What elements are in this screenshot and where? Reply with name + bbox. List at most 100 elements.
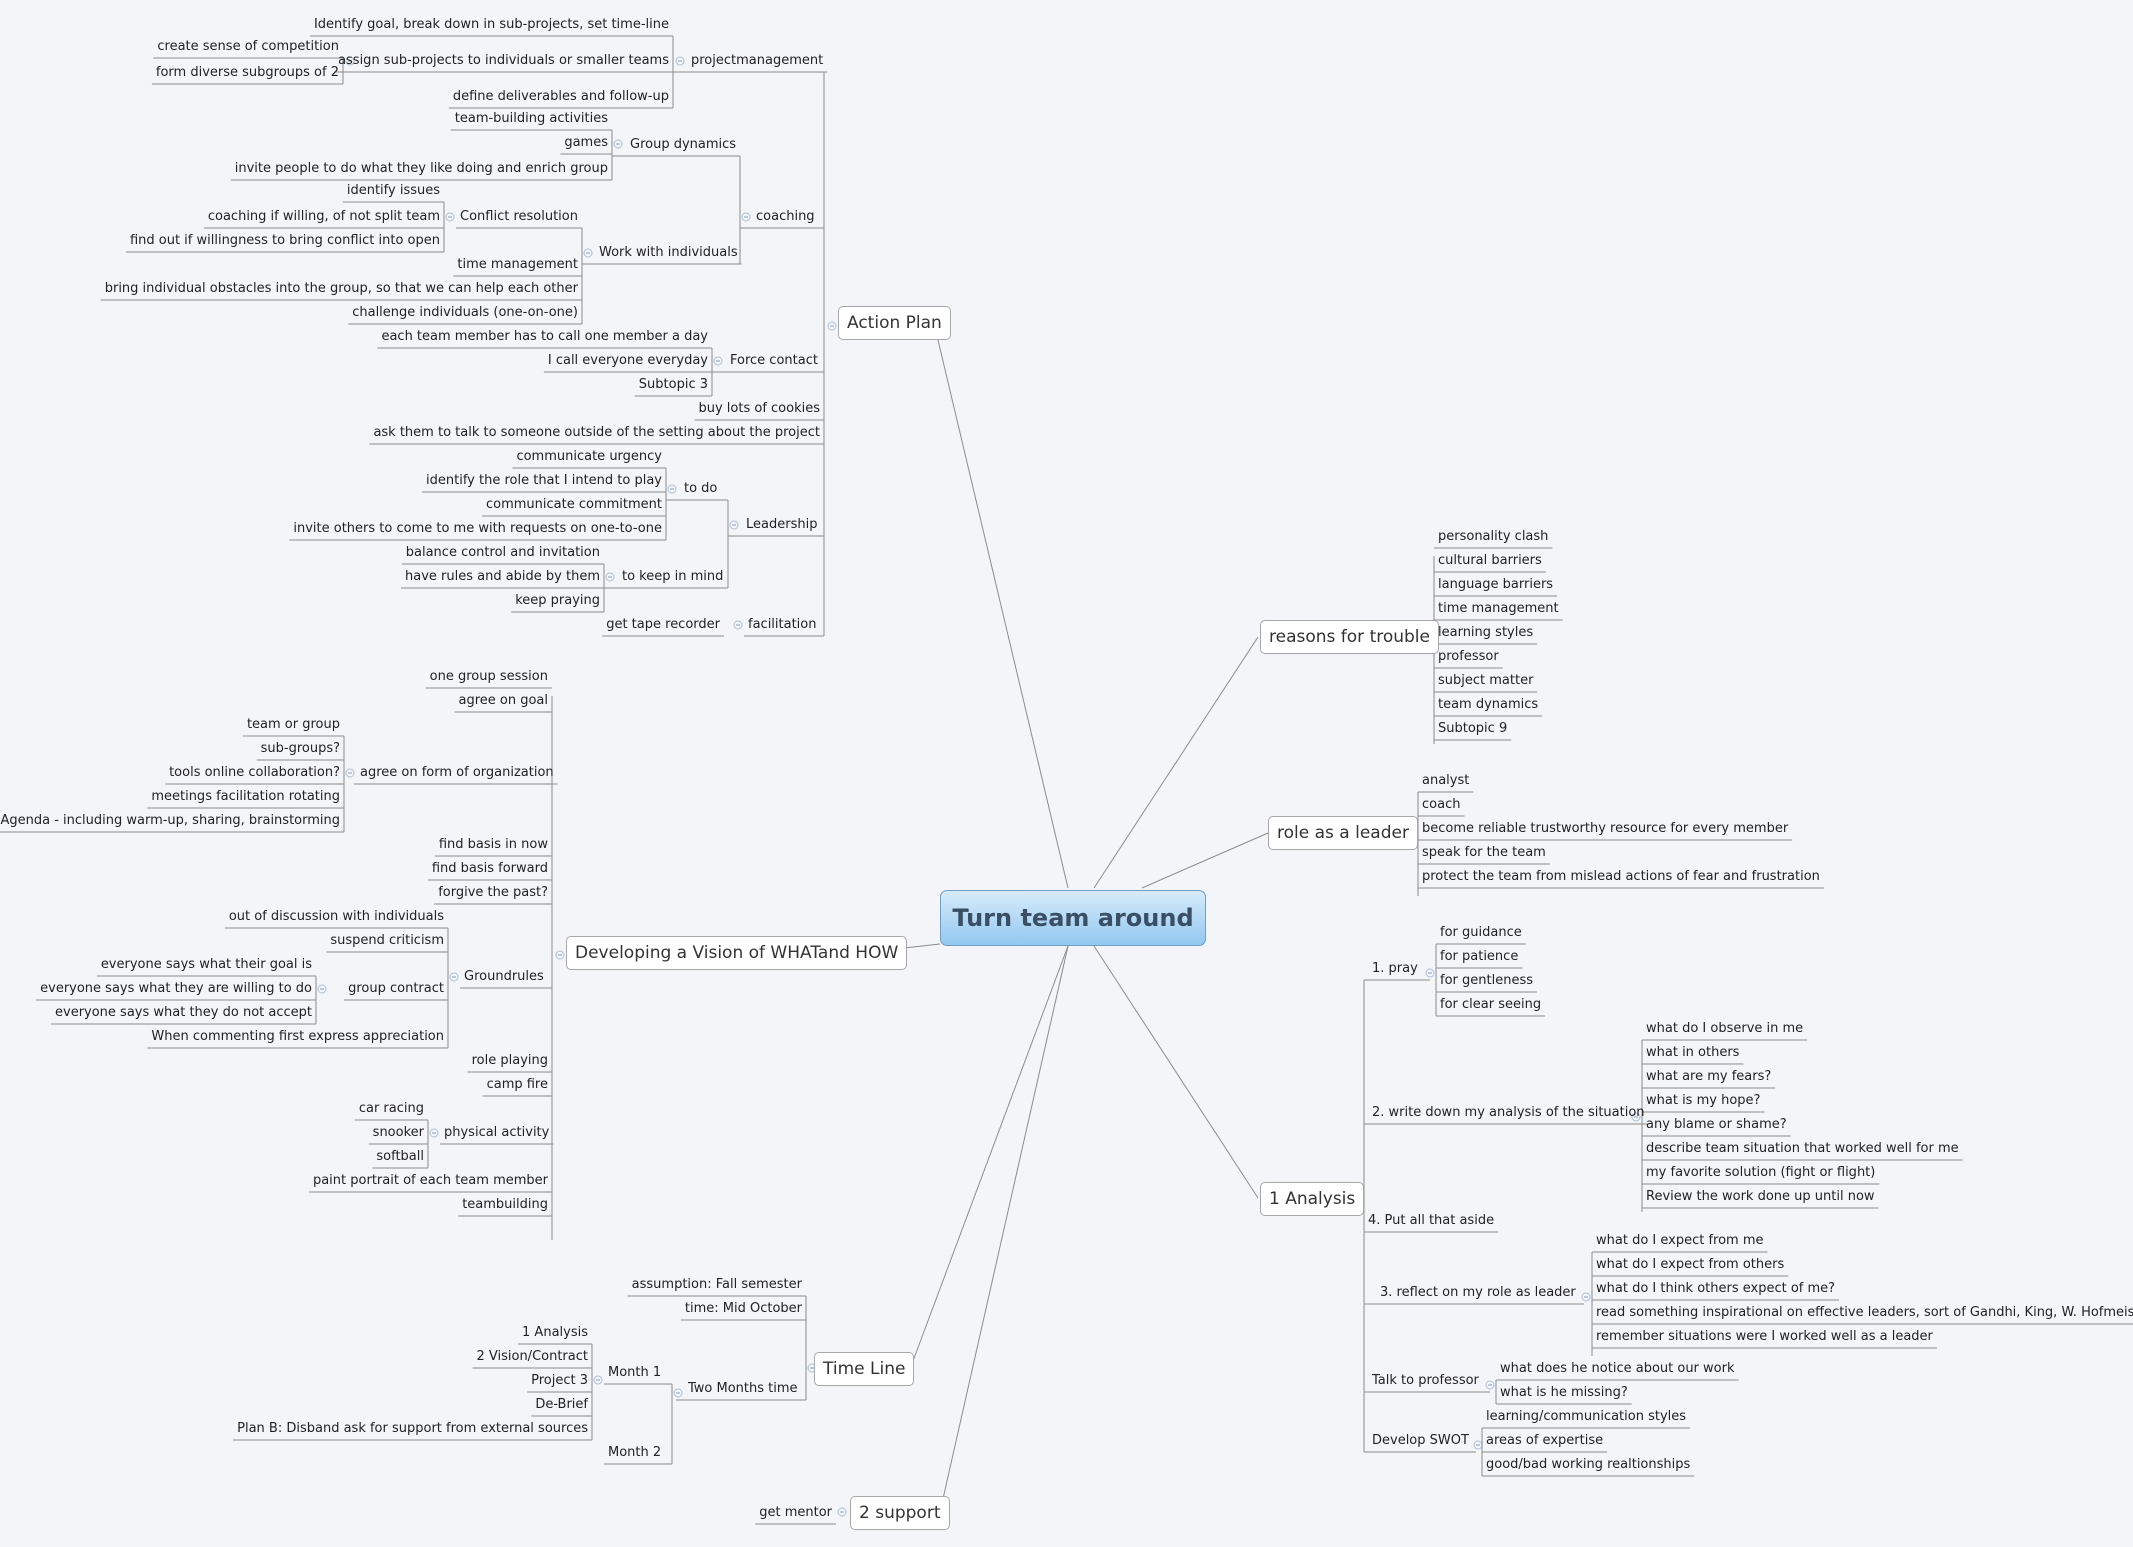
role-item[interactable]: protect the team from mislead actions of… <box>1422 869 1820 884</box>
reflect-item[interactable]: what do I expect from others <box>1596 1257 1785 1272</box>
topic-node[interactable]: teambuilding <box>462 1197 548 1212</box>
swot-item[interactable]: areas of expertise <box>1486 1433 1604 1448</box>
topic-node[interactable]: invite people to do what they like doing… <box>234 161 608 176</box>
reason-item[interactable]: team dynamics <box>1438 697 1539 712</box>
topic-node[interactable]: 3. reflect on my role as leader <box>1380 1285 1576 1300</box>
main-topic-vision[interactable]: Developing a Vision of WHATand HOW <box>566 936 908 970</box>
topic-node[interactable]: time: Mid October <box>684 1301 802 1316</box>
topic-node[interactable]: group contract <box>348 981 444 996</box>
topic-node[interactable]: Month 2 <box>608 1445 662 1460</box>
topic-node[interactable]: 2. write down my analysis of the situati… <box>1372 1105 1645 1120</box>
reflect-item[interactable]: remember situations were I worked well a… <box>1596 1329 1933 1344</box>
topic-node[interactable]: bring individual obstacles into the grou… <box>104 281 578 296</box>
topic-node[interactable]: tools online collaboration? <box>169 765 340 780</box>
topic-node[interactable]: I call everyone everyday <box>547 353 708 368</box>
reason-item[interactable]: time management <box>1438 601 1559 616</box>
topic-node[interactable]: suspend criticism <box>330 933 444 948</box>
topic-node[interactable]: keep praying <box>515 593 600 608</box>
topic-node[interactable]: camp fire <box>486 1077 548 1092</box>
reason-item[interactable]: subject matter <box>1438 673 1534 688</box>
analysis-question[interactable]: what do I observe in me <box>1646 1021 1804 1036</box>
main-topic-reasons[interactable]: reasons for trouble <box>1260 620 1439 654</box>
topic-node[interactable]: Work with individuals <box>599 245 738 260</box>
topic-node[interactable]: communicate urgency <box>516 449 662 464</box>
reason-item[interactable]: personality clash <box>1438 529 1549 544</box>
role-item[interactable]: become reliable trustworthy resource for… <box>1422 821 1789 836</box>
central-topic[interactable]: Turn team around <box>940 890 1206 946</box>
topic-node[interactable]: meetings facilitation rotating <box>151 789 340 804</box>
topic-node[interactable]: time management <box>457 257 578 272</box>
swot-item[interactable]: learning/communication styles <box>1486 1409 1687 1424</box>
topic-node[interactable]: create sense of competition <box>157 39 339 54</box>
main-topic-analysis[interactable]: 1 Analysis <box>1260 1182 1365 1216</box>
topic-node[interactable]: assumption: Fall semester <box>631 1277 802 1292</box>
topic-node[interactable]: have rules and abide by them <box>404 569 600 584</box>
role-item[interactable]: coach <box>1422 797 1461 812</box>
topic-node[interactable]: assign sub-projects to individuals or sm… <box>338 53 669 68</box>
main-topic-support[interactable]: 2 support <box>850 1496 950 1530</box>
topic-node[interactable]: Develop SWOT <box>1372 1433 1469 1448</box>
pray-item[interactable]: for patience <box>1440 949 1519 964</box>
topic-node[interactable]: 1 Analysis <box>522 1325 588 1340</box>
analysis-question[interactable]: describe team situation that worked well… <box>1646 1141 1959 1156</box>
topic-node[interactable]: snooker <box>372 1125 424 1140</box>
topic-node[interactable]: Month 1 <box>608 1365 662 1380</box>
topic-node[interactable]: identify the role that I intend to play <box>426 473 662 488</box>
topic-node[interactable]: team-building activities <box>454 111 608 126</box>
topic-leadership[interactable]: Leadership <box>746 517 818 532</box>
topic-node[interactable]: De-Brief <box>535 1397 588 1412</box>
topic-node[interactable]: each team member has to call one member … <box>381 329 708 344</box>
topic-node[interactable]: 1. pray <box>1372 961 1418 976</box>
topic-node[interactable]: balance control and invitation <box>405 545 600 560</box>
topic-node[interactable]: to keep in mind <box>622 569 724 584</box>
topic-node[interactable]: get tape recorder <box>606 617 720 632</box>
topic-node[interactable]: Two Months time <box>688 1381 798 1396</box>
topic-node[interactable]: physical activity <box>444 1125 550 1140</box>
main-topic-action-plan[interactable]: Action Plan <box>838 306 951 340</box>
topic-node[interactable]: find out if willingness to bring conflic… <box>129 233 440 248</box>
topic-node[interactable]: Identify goal, break down in sub-project… <box>313 17 669 32</box>
topic-node[interactable]: buy lots of cookies <box>698 401 820 416</box>
reason-item[interactable]: language barriers <box>1438 577 1554 592</box>
topic-node[interactable]: forgive the past? <box>438 885 548 900</box>
topic-node[interactable]: invite others to come to me with request… <box>293 521 662 536</box>
topic-node[interactable]: one group session <box>429 669 548 684</box>
topic-node[interactable]: ask them to talk to someone outside of t… <box>373 425 820 440</box>
topic-node[interactable]: coaching if willing, of not split team <box>207 209 440 224</box>
topic-node[interactable]: Project 3 <box>531 1373 588 1388</box>
analysis-question[interactable]: what is my hope? <box>1646 1093 1761 1108</box>
topic-node[interactable]: Group dynamics <box>630 137 737 152</box>
topic-node[interactable]: everyone says what they are willing to d… <box>40 981 312 996</box>
reason-item[interactable]: learning styles <box>1438 625 1534 640</box>
topic-node[interactable]: role playing <box>471 1053 548 1068</box>
topic-node[interactable]: agree on form of organization <box>360 765 554 780</box>
topic-node[interactable]: agree on goal <box>458 693 548 708</box>
role-item[interactable]: analyst <box>1422 773 1470 788</box>
topic-projectmanagement[interactable]: projectmanagement <box>691 53 824 68</box>
topic-node[interactable]: games <box>564 135 608 150</box>
topic-node[interactable]: Subtopic 3 <box>638 377 708 392</box>
reason-item[interactable]: Subtopic 9 <box>1438 721 1508 736</box>
topic-node[interactable]: sub-groups? <box>260 741 340 756</box>
topic-node[interactable]: get mentor <box>759 1505 832 1520</box>
topic-node[interactable]: softball <box>376 1149 424 1164</box>
topic-node[interactable]: Talk to professor <box>1372 1373 1479 1388</box>
pray-item[interactable]: for gentleness <box>1440 973 1533 988</box>
topic-node[interactable]: find basis forward <box>431 861 548 876</box>
professor-question[interactable]: what is he missing? <box>1500 1385 1628 1400</box>
topic-node[interactable]: form diverse subgroups of 2 <box>155 65 339 80</box>
topic-node[interactable]: paint portrait of each team member <box>312 1173 548 1188</box>
reason-item[interactable]: cultural barriers <box>1438 553 1542 568</box>
topic-node[interactable]: identify issues <box>346 183 440 198</box>
analysis-question[interactable]: what are my fears? <box>1646 1069 1772 1084</box>
reflect-item[interactable]: what do I think others expect of me? <box>1596 1281 1836 1296</box>
topic-node[interactable]: find basis in now <box>438 837 548 852</box>
pray-item[interactable]: for guidance <box>1440 925 1522 940</box>
analysis-question[interactable]: Review the work done up until now <box>1646 1189 1875 1204</box>
analysis-question[interactable]: what in others <box>1646 1045 1740 1060</box>
topic-coaching[interactable]: coaching <box>756 209 815 224</box>
topic-node[interactable]: Agenda - including warm-up, sharing, bra… <box>0 813 340 828</box>
topic-node[interactable]: 4. Put all that aside <box>1368 1213 1495 1228</box>
topic-node[interactable]: Groundrules <box>464 969 544 984</box>
main-topic-role-leader[interactable]: role as a leader <box>1268 816 1418 850</box>
